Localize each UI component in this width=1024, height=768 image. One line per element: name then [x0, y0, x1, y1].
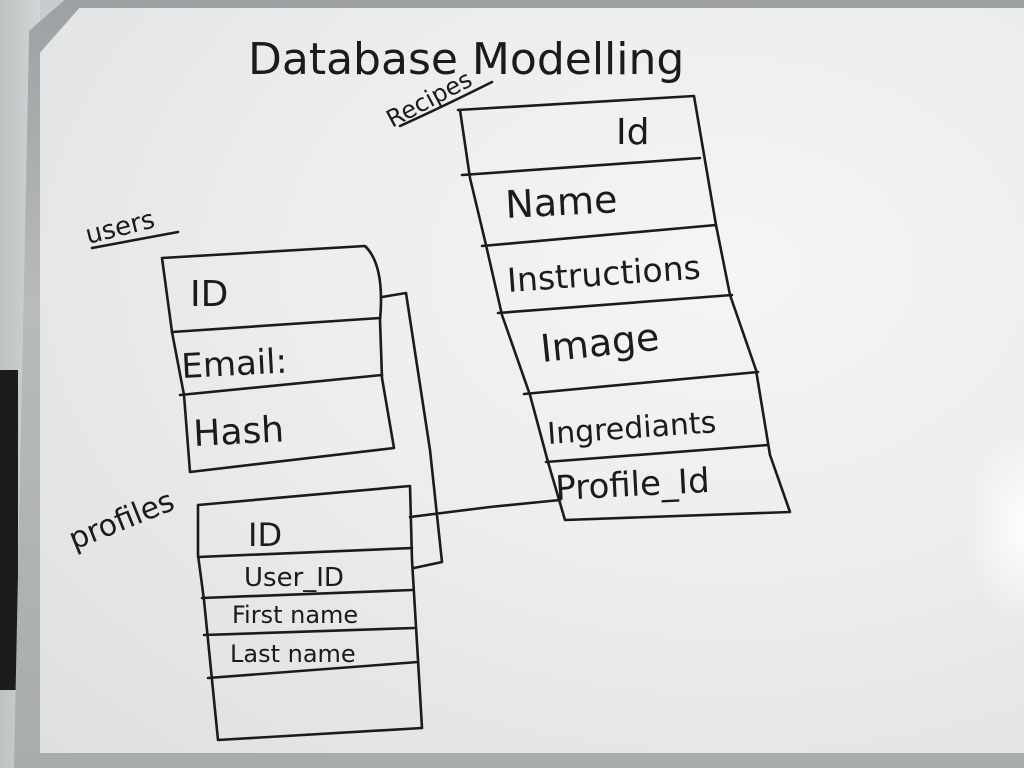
- diagram-title: Database Modelling: [248, 34, 684, 85]
- wall-shadow: [0, 370, 18, 690]
- profiles-row-divider: [206, 660, 420, 680]
- users-field-email: Email:: [180, 342, 288, 387]
- profiles-row-divider: [196, 546, 414, 559]
- recipes-field-instructions: Instructions: [506, 248, 702, 300]
- recipes-row-divider: [496, 293, 734, 315]
- users-field-hash: Hash: [192, 409, 285, 455]
- recipes-field-id: Id: [616, 112, 649, 153]
- users-title-underline: [90, 230, 180, 250]
- recipes-field-ingrediants: Ingrediants: [546, 405, 717, 452]
- profiles-row-divider: [200, 588, 414, 600]
- users-field-id: ID: [190, 274, 228, 315]
- relation-line-profile-to-recipe: [408, 498, 562, 519]
- recipes-row-divider: [522, 370, 760, 396]
- profiles-field-user-id: User_ID: [244, 563, 344, 593]
- relation-line-user-to-profile: [380, 291, 444, 570]
- recipes-row-divider: [460, 156, 702, 177]
- recipes-row-divider: [544, 443, 770, 464]
- recipes-title-underline: [398, 80, 494, 128]
- users-row-divider: [178, 373, 384, 397]
- recipes-table: Recipes Id Name Instructions Image Ingre…: [382, 65, 792, 522]
- recipes-field-image: Image: [538, 315, 661, 371]
- profiles-row-divider: [202, 626, 416, 637]
- users-row-divider: [170, 316, 382, 334]
- profiles-field-id: ID: [248, 516, 282, 554]
- profiles-field-last-name: Last name: [230, 640, 356, 668]
- profiles-table-title: profiles: [64, 484, 179, 558]
- recipes-field-name: Name: [504, 177, 618, 227]
- profiles-table: profiles ID User_ID First name Last name: [64, 484, 424, 742]
- users-table: users ID Email: Hash: [82, 205, 396, 474]
- recipes-row-divider: [480, 223, 718, 248]
- light-glare: [964, 428, 1024, 628]
- whiteboard-surface: [40, 8, 1024, 753]
- recipes-table-outline: [456, 94, 792, 522]
- recipes-field-profile-id: Profile_Id: [554, 461, 710, 509]
- profiles-table-outline: [196, 484, 424, 742]
- profiles-field-first-name: First name: [232, 601, 358, 629]
